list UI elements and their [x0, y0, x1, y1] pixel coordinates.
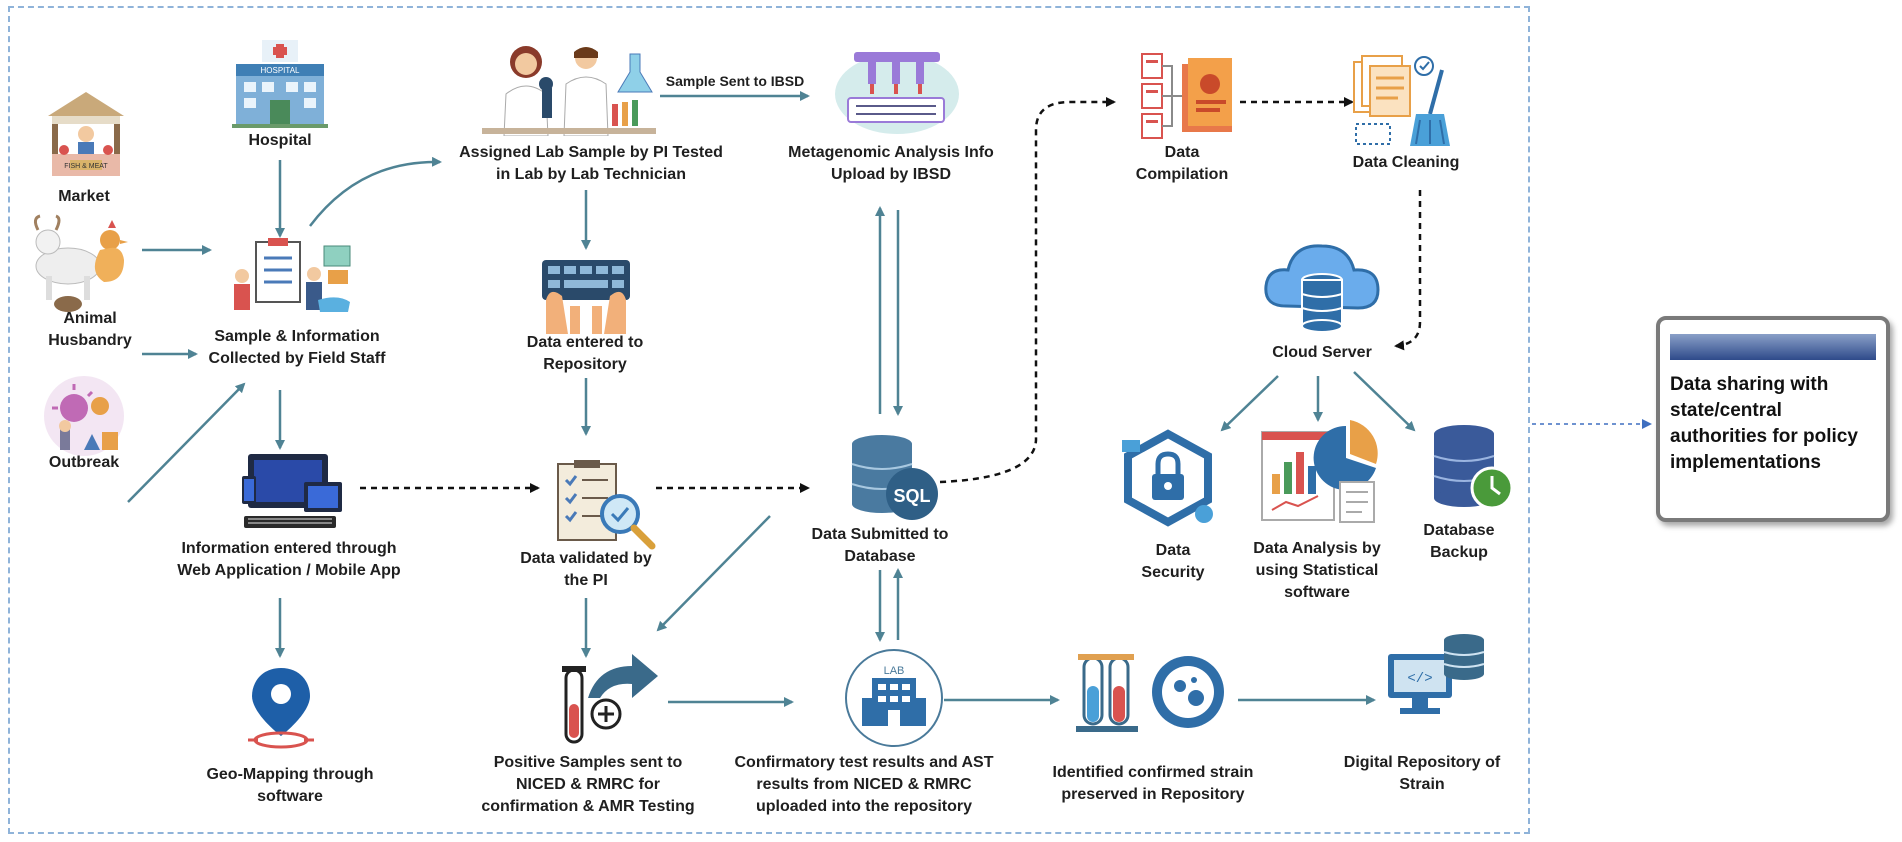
label-positive-samples: Positive Samples sent to NICED & RMRC fo… [481, 754, 695, 815]
label-market: Market [58, 188, 110, 205]
arrow-cloud-to-backup [1353, 371, 1416, 432]
data-cleaning-icon [1353, 55, 1450, 146]
computer-devices-icon [242, 454, 342, 528]
documents-compile-icon [1141, 53, 1232, 139]
database-clock-icon [1433, 425, 1514, 510]
lab-building-icon: LAB [845, 649, 943, 747]
market-stall-icon: FISH & MEAT [48, 92, 124, 176]
label-geo-mapping: Geo-Mapping through software [206, 766, 374, 805]
clipboard-team-icon [234, 238, 351, 312]
label-identified-strain: Identified confirmed strain preserved in… [1052, 764, 1254, 803]
label-sample-collected: Sample & Information Collected by Field … [208, 328, 386, 367]
label-data-sharing: Data sharing with state/central authorit… [1670, 374, 1858, 473]
label-assigned-lab: Assigned Lab Sample by PI Tested in Lab … [459, 144, 723, 183]
label-info-entered: Information entered through Web Applicat… [177, 540, 401, 579]
lab-scientists-icon [482, 46, 656, 136]
label-data-entered-repo: Data entered to Repository [526, 334, 644, 373]
test-tubes-bacteria-icon [1076, 654, 1224, 732]
label-database-backup: Database Backup [1423, 522, 1495, 561]
label-cloud-server: Cloud Server [1272, 344, 1372, 361]
hospital-building-icon: HOSPITAL [232, 40, 328, 128]
label-data-analysis: Data Analysis by using Statistical softw… [1253, 540, 1381, 601]
map-pin-icon [248, 668, 314, 749]
label-data-security: Data Security [1141, 542, 1205, 581]
test-tube-plus-icon [562, 654, 658, 744]
arrow-collect-to-lab [309, 156, 442, 227]
label-metagenomic: Metagenomic Analysis Info Upload by IBSD [788, 144, 994, 183]
dashed-db-to-compile [939, 97, 1116, 484]
outbreak-virus-icon [44, 376, 124, 456]
label-data-submitted-db: Data Submitted to Database [811, 526, 949, 565]
label-confirmatory-results: Confirmatory test results and AST result… [734, 754, 994, 815]
label-data-cleaning: Data Cleaning [1352, 154, 1460, 171]
checklist-magnifier-icon [557, 460, 656, 550]
security-lock-icon [1122, 429, 1213, 527]
cloud-server-icon [1264, 244, 1380, 333]
label-digital-repo: Digital Repository of Strain [1343, 754, 1501, 793]
arrow-outbreak-to-collect [127, 382, 246, 503]
farm-animals-icon [33, 214, 128, 312]
label-hospital: Hospital [248, 132, 312, 149]
keyboard-typing-icon [542, 260, 630, 334]
label-data-validated: Data validated by the PI [520, 550, 652, 589]
data-sharing-header-bar [1670, 334, 1876, 360]
analytics-chart-icon [1261, 420, 1378, 523]
dashed-clean-to-cloud [1394, 190, 1422, 351]
svg-text:</>: </> [1407, 671, 1432, 687]
sql-database-icon: SQL [851, 435, 938, 520]
sql-text: SQL [893, 486, 930, 506]
lab-text: LAB [884, 665, 905, 677]
label-data-compilation: Data Compilation [1135, 144, 1229, 183]
arrow-cloud-to-security [1220, 375, 1279, 432]
arrow-db-to-positive [656, 515, 771, 632]
diagram-frame [8, 6, 1530, 834]
microscope-analyzer-icon [835, 52, 959, 134]
label-outbreak: Outbreak [48, 454, 120, 471]
hospital-sign-text: HOSPITAL [261, 66, 301, 75]
server-monitor-icon: </> [1388, 634, 1485, 714]
market-sign-text: FISH & MEAT [64, 163, 108, 170]
data-sharing-box: Data sharing with state/central authorit… [1656, 316, 1890, 522]
label-sample-sent-ibsd: Sample Sent to IBSD [665, 73, 805, 89]
label-animal-husbandry: Animal Husbandry [48, 310, 132, 349]
